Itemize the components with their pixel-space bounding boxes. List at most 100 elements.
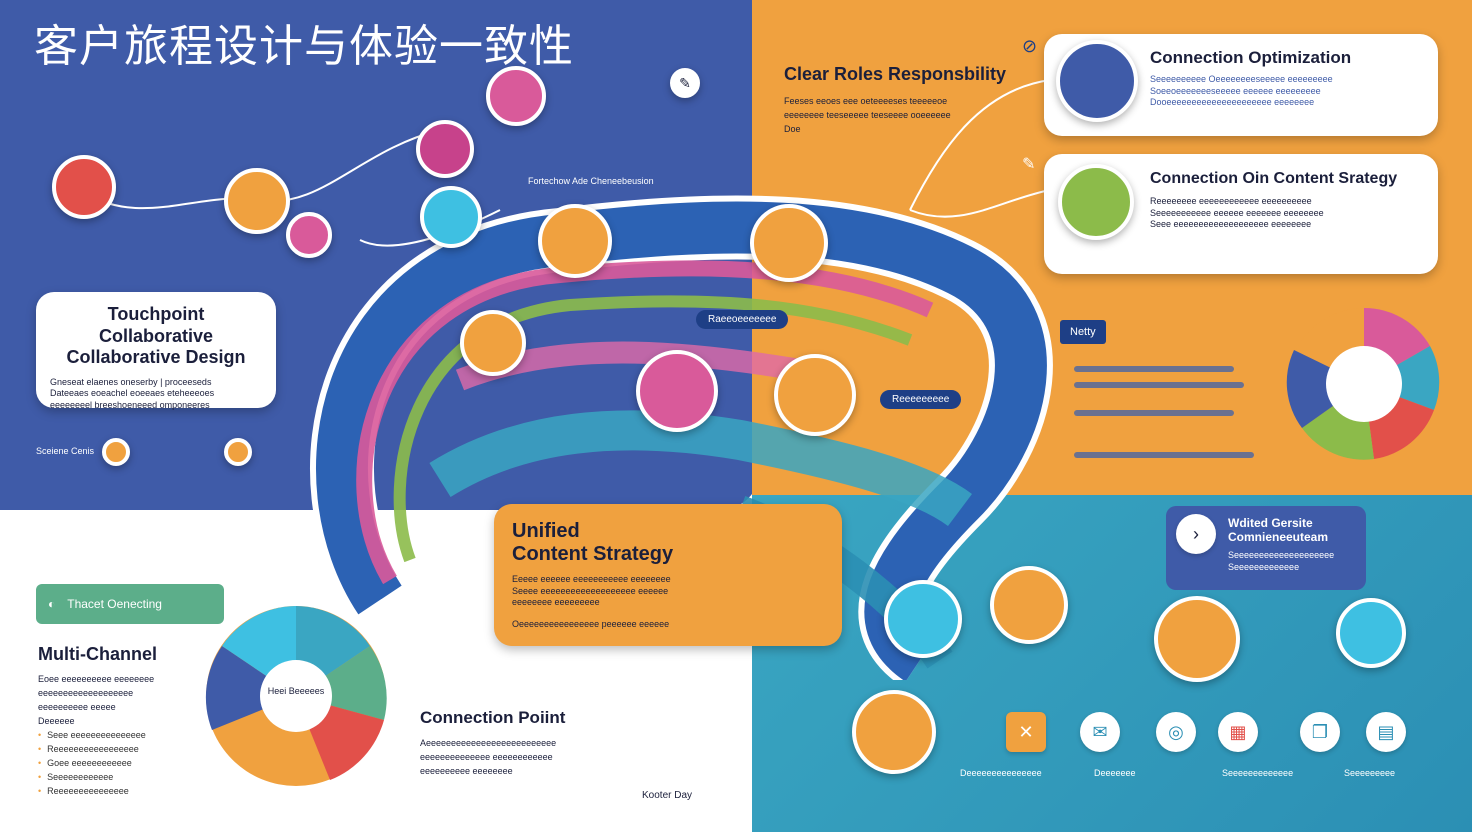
link-icon[interactable]: ⊘ <box>1022 36 1038 56</box>
combo-line-1: Seeeeeeeeeeeeeeeeeeee <box>1228 550 1335 560</box>
bullet-item: Seee eeeeeeeeeeeeeee <box>38 730 146 740</box>
multi-channel-line-1: Eoee eeeeeeeeee eeeeeeee <box>38 674 155 684</box>
unified-combo-card: › Wdited Gersite Comnieneeuteam Seeeeeee… <box>1166 506 1366 590</box>
bubble-red[interactable] <box>52 155 116 219</box>
page-title: 客户旅程设计与体验一致性 <box>34 21 574 72</box>
chevron-right-icon[interactable]: › <box>1176 514 1216 554</box>
left-connectors <box>79 129 501 247</box>
unified-line-2: Seeee eeeeeeeeeeeeeeeeeee eeeeee <box>512 585 669 596</box>
unified-footer: Oeeeeeeeeeeeeeeee peeeeee eeeeee <box>512 619 670 630</box>
unified-line-3: eeeeeeee eeeeeeeee <box>512 597 600 608</box>
content-badge <box>1058 164 1134 240</box>
connection-content-card: Connection Oin Content Srategy Reeeeeeee… <box>1044 154 1438 274</box>
multi-channel-bullets: Seee eeeeeeeeeeeeeee Reeeeeeeeeeeeeeeee … <box>38 726 146 800</box>
badge-label: Thacet Oenecting <box>67 597 162 611</box>
kooter-label: Kooter Day <box>642 790 693 801</box>
document-icon[interactable]: ▤ <box>1366 712 1406 752</box>
chat-icon[interactable]: ❐ <box>1300 712 1340 752</box>
bottom-icon-label-4: Seeeeeeeee <box>1344 768 1396 778</box>
touchpoint-title-1: Touchpoint Collaborative <box>98 304 214 346</box>
connection-point-line-1: Aeeeeeeeeeeeeeeeeeeeeeeeeee <box>420 738 557 748</box>
bottom-icon-label-2: Deeeeeee <box>1094 768 1136 778</box>
netty-bar-3 <box>1074 410 1234 416</box>
orange-dot-2[interactable] <box>224 438 252 466</box>
clear-roles-line-2: eeeeeeee teeseeeee teeseeee ooeeeeee <box>784 110 951 120</box>
message-icon[interactable]: ✉ <box>1080 712 1120 752</box>
content-line-2: Seeeeeeeeeee eeeeee eeeeeee eeeeeeee <box>1150 207 1324 218</box>
bubble-pink-small[interactable] <box>286 212 332 258</box>
multi-channel-line-3: eeeeeeeeee eeeee <box>38 702 116 712</box>
optimization-title: Connection Optimization <box>1150 48 1352 67</box>
bubble-magenta[interactable] <box>416 120 474 178</box>
bottom-icon-label-1: Deeeeeeeeeeeeeee <box>960 768 1042 778</box>
combo-line-2: Seeeeeeeeeeeee <box>1228 561 1300 572</box>
unified-line-1: Eeeee eeeeee eeeeeeeeeee eeeeeeee <box>512 574 671 584</box>
bottom-icon-label-3: Seeeeeeeeeeeee <box>1222 768 1294 778</box>
content-title: Connection Oin Content Srategy <box>1150 170 1398 187</box>
edit-icon[interactable]: ✎ <box>1022 156 1036 173</box>
optimization-line-3: Dooeeeeeeeeeeeeeeeeeeeee eeeeeeee <box>1150 97 1315 108</box>
bubble-teal[interactable] <box>884 580 962 658</box>
hub-orange-1[interactable] <box>538 204 612 278</box>
multi-channel-line-4: Deeeeee <box>38 716 75 726</box>
hub-pill-2[interactable]: Reeeeeeeee <box>880 390 962 409</box>
netty-bar-4 <box>1074 452 1254 458</box>
connection-point-title: Connection Poiint <box>420 708 566 727</box>
right-connectors <box>909 79 1051 218</box>
optimization-badge <box>1056 40 1138 122</box>
combo-title-2: Comnieneeuteam <box>1228 530 1329 544</box>
bubble-icon-top[interactable]: ✎ <box>670 68 700 98</box>
target-icon[interactable]: ◎ <box>1156 712 1196 752</box>
hub-pink[interactable] <box>636 350 718 432</box>
touchpoint-line-2: Dateeaes eoeachel eoeeaes eteheeeoes <box>50 388 215 399</box>
netty-bar-2 <box>1074 382 1244 388</box>
optimization-line-1: Seeeeeeeeee Oeeeeeeeeseeeee eeeeeeeee <box>1150 74 1333 84</box>
multi-channel-line-2: eeeeeeeeeeeeeeeeeee <box>38 688 134 698</box>
content-line-3: Seee eeeeeeeeeeeeeeeeeee eeeeeeee <box>1150 219 1312 230</box>
bullet-item: Reeeeeeeeeeeeeeeee <box>38 744 146 754</box>
bottom-left-label: Sceiene Cenis <box>36 446 95 456</box>
multi-channel-title: Multi-Channel <box>38 644 157 664</box>
unified-title-2: Content Strategy <box>512 543 674 565</box>
hub-orange-4[interactable] <box>774 354 856 436</box>
bubble-cyan-right[interactable] <box>1336 598 1406 668</box>
hub-orange-3[interactable] <box>460 310 526 376</box>
connection-optimization-card: Connection Optimization Seeeeeeeeee Oeee… <box>1044 34 1438 136</box>
channel-wheel <box>205 606 387 786</box>
clear-roles-title: Clear Roles Responsbility <box>784 64 1007 84</box>
unified-card: Unified Content Strategy Eeeee eeeeee ee… <box>494 504 842 646</box>
content-line-1: Reeeeeeee eeeeeeeeeeee eeeeeeeeee <box>1150 196 1312 206</box>
orange-dot-1[interactable] <box>102 438 130 466</box>
combo-title-1: Wdited Gersite <box>1228 516 1313 530</box>
badge-icon: ◐ <box>48 597 56 611</box>
unified-title-1: Unified <box>512 520 580 542</box>
hub-orange-2[interactable] <box>750 204 828 282</box>
bubble-orange[interactable] <box>224 168 290 234</box>
netty-bar-1 <box>1074 366 1234 372</box>
fortechow-label: Fortechow Ade Cheneebeusion <box>528 176 654 186</box>
netty-tag[interactable]: Netty <box>1060 320 1106 344</box>
bubble-cyan[interactable] <box>420 186 482 248</box>
optimization-line-2: Soeeoeeeeeeeseeeee eeeeee eeeeeeeee <box>1150 85 1321 96</box>
touchpoint-title-2: Collaborative Design <box>66 347 246 368</box>
channel-center-label: Heei Beeeees <box>267 686 325 696</box>
connection-point-line-3: eeeeeeeeee eeeeeeee <box>420 766 513 776</box>
multi-channel-badge[interactable]: ◐ Thacet Oenecting <box>36 584 224 624</box>
touchpoint-line-1: Gneseat elaenes oneserby | proceeseds <box>50 376 212 387</box>
calendar-icon[interactable]: ▦ <box>1218 712 1258 752</box>
hub-pill-1[interactable]: Raeeoeeeeeee <box>696 310 789 329</box>
bullet-item: Seeeeeeeeeeee <box>38 772 146 782</box>
clear-roles-line-1: Feeses eeoes eee oeteeeeses teeeeeoe <box>784 96 948 106</box>
bubble-orange-lr[interactable] <box>990 566 1068 644</box>
close-icon[interactable]: ✕ <box>1006 712 1046 752</box>
bubble-orange-right[interactable] <box>1154 596 1240 682</box>
touchpoint-line-3: eeeeeeeel breeshoeneeed omponeeres <box>50 400 210 411</box>
bullet-item: Goee eeeeeeeeeeee <box>38 758 146 768</box>
clear-roles-line-3: Doe <box>784 124 801 134</box>
touchpoint-card: Touchpoint Collaborative Collaborative D… <box>36 292 276 410</box>
color-wheel <box>1286 307 1440 460</box>
bubble-orange-bottom[interactable] <box>852 690 936 774</box>
connection-point-line-2: eeeeeeeeeeeeee eeeeeeeeeeee <box>420 752 553 762</box>
bullet-item: Reeeeeeeeeeeeeee <box>38 786 146 796</box>
bubble-pink[interactable] <box>486 66 546 126</box>
